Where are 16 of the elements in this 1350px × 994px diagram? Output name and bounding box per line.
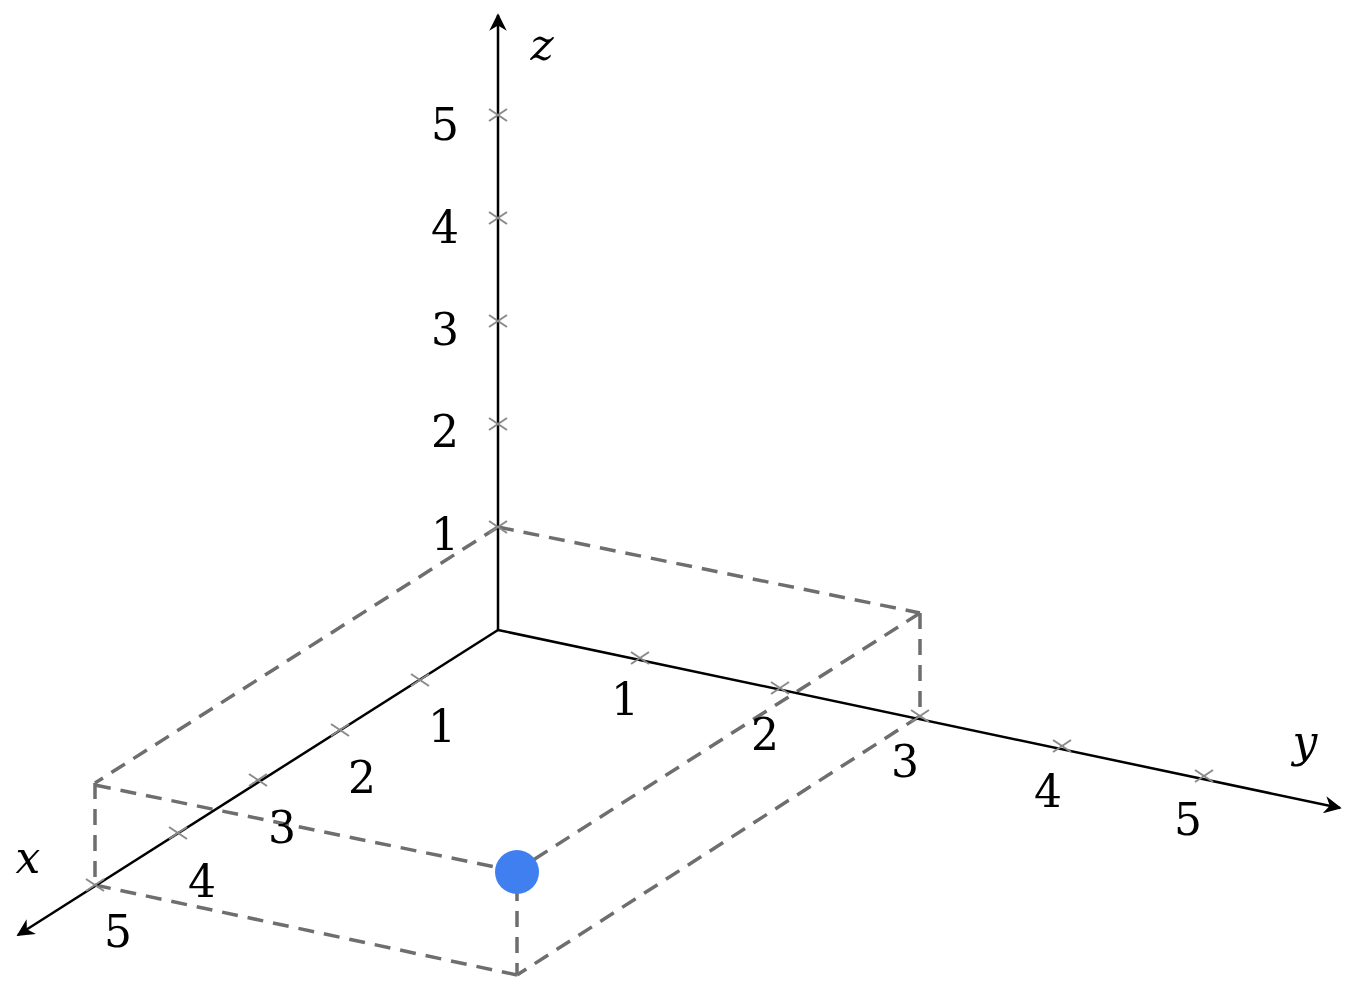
tick-label: 4 [1034, 770, 1062, 814]
tick-label: 4 [431, 206, 459, 250]
tick-label: 4 [188, 860, 216, 904]
tick-label: 2 [751, 713, 779, 757]
axis-label: x [15, 836, 41, 880]
tick-label: 1 [428, 705, 456, 749]
tick-label: 3 [431, 308, 459, 352]
tick-label: 5 [104, 910, 132, 954]
tick-label: 1 [611, 678, 639, 722]
tick-label: 1 [431, 513, 459, 557]
axis-label: z [530, 23, 554, 67]
tick-label: 2 [431, 410, 459, 454]
tick-label: 5 [431, 103, 459, 147]
tick-label: 2 [348, 756, 376, 800]
tick-label: 3 [891, 740, 919, 784]
tick-label: 5 [1174, 798, 1202, 842]
